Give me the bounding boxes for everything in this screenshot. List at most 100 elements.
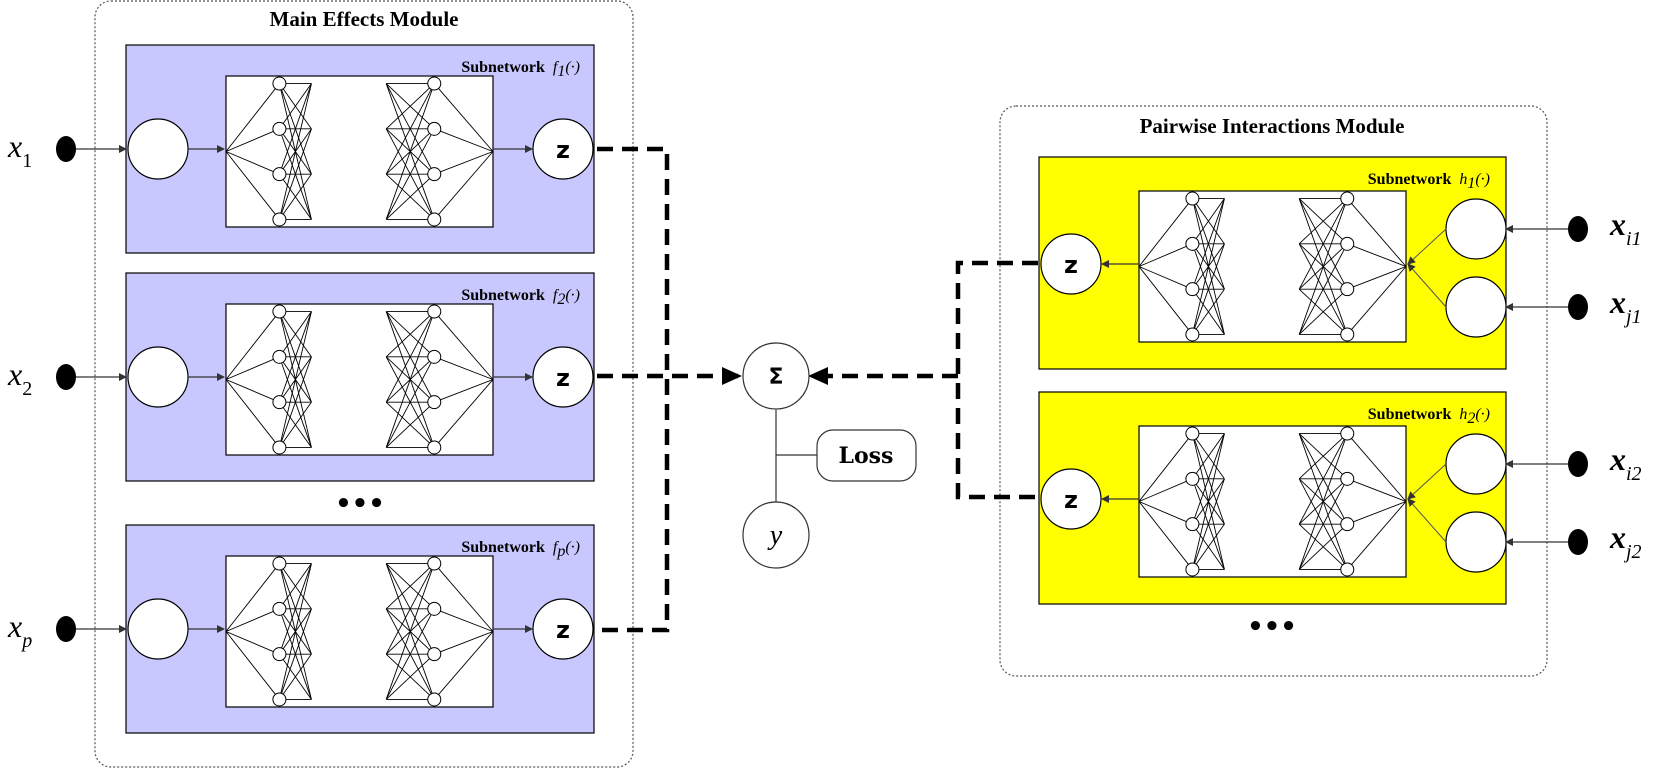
merge-arrow xyxy=(1407,228,1447,265)
main-ellipsis: ••• xyxy=(335,489,385,519)
output-z-label: z xyxy=(556,136,570,164)
aggregator: Σ Loss y xyxy=(742,342,917,569)
input-variable: xi2 xyxy=(1609,441,1642,485)
neuron xyxy=(272,440,287,455)
pairwise-module-title: Pairwise Interactions Module xyxy=(1140,114,1405,138)
input-variable: x2 xyxy=(7,356,32,400)
neuron xyxy=(272,556,287,571)
pairwise-ellipsis: ••• xyxy=(1247,612,1297,642)
neuron xyxy=(1340,562,1355,577)
input-dot xyxy=(1568,529,1588,555)
hidden-layers-box xyxy=(225,303,494,456)
input-node xyxy=(1445,198,1507,260)
input-variable: xi1 xyxy=(1609,206,1642,250)
network-edges xyxy=(225,311,494,448)
neuron xyxy=(1185,191,1200,206)
network-edges xyxy=(225,83,494,220)
hidden-layers-box xyxy=(1138,190,1407,343)
loss-box xyxy=(816,429,917,482)
network-edges xyxy=(1138,433,1407,570)
input-variable: xj1 xyxy=(1609,284,1642,328)
input-node xyxy=(127,346,189,408)
merge-arrow xyxy=(1407,463,1447,500)
neuron xyxy=(427,556,442,571)
neuron xyxy=(1185,562,1200,577)
neuron xyxy=(427,167,442,182)
target-label: y xyxy=(767,520,783,551)
neuron xyxy=(427,76,442,91)
input-node xyxy=(1445,511,1507,573)
neuron xyxy=(1340,236,1355,251)
neuron xyxy=(427,647,442,662)
neuron xyxy=(427,212,442,227)
input-dot xyxy=(1568,216,1588,242)
neuron xyxy=(1340,471,1355,486)
input-node xyxy=(1445,433,1507,495)
neuron xyxy=(427,121,442,136)
input-node xyxy=(127,118,189,180)
merge-arrow xyxy=(1407,498,1447,543)
input-dot xyxy=(1568,451,1588,477)
neuron xyxy=(427,601,442,616)
neuron xyxy=(1340,282,1355,297)
input-dot xyxy=(56,616,76,642)
input-dot xyxy=(56,364,76,390)
hidden-layers-box xyxy=(225,75,494,228)
neuron xyxy=(272,349,287,364)
output-node xyxy=(532,118,594,180)
neuron xyxy=(272,395,287,410)
output-node xyxy=(532,346,594,408)
hidden-layers-box xyxy=(225,555,494,708)
main-module-title: Main Effects Module xyxy=(270,7,459,31)
input-variable: x1 xyxy=(7,128,32,172)
neuron xyxy=(1340,191,1355,206)
pairwise-outputs-bus xyxy=(955,260,1038,500)
neuron xyxy=(1185,282,1200,297)
neuron xyxy=(272,647,287,662)
dashed-connectors xyxy=(597,146,1038,633)
loss-label: Loss xyxy=(839,443,894,469)
target-node xyxy=(742,501,810,569)
network-edges xyxy=(225,563,494,700)
neuron xyxy=(1185,236,1200,251)
output-z-label: z xyxy=(556,616,570,644)
output-node xyxy=(532,598,594,660)
sum-node xyxy=(742,342,810,410)
neuron xyxy=(427,440,442,455)
neuron xyxy=(272,601,287,616)
sum-symbol: Σ xyxy=(768,365,783,390)
input-dot xyxy=(56,136,76,162)
neuron xyxy=(1340,426,1355,441)
neuron xyxy=(272,212,287,227)
neuron xyxy=(272,121,287,136)
input-node xyxy=(127,598,189,660)
output-z-label: z xyxy=(556,364,570,392)
neuron xyxy=(427,692,442,707)
input-variable: xj2 xyxy=(1609,519,1642,563)
hidden-layers-box xyxy=(1138,425,1407,578)
neuron xyxy=(1185,517,1200,532)
neuron xyxy=(272,304,287,319)
neuron xyxy=(272,692,287,707)
merge-arrow xyxy=(1407,263,1447,308)
neuron xyxy=(1340,327,1355,342)
output-z-label: z xyxy=(1064,251,1078,279)
neuron xyxy=(427,395,442,410)
main-outputs-bus xyxy=(597,146,670,633)
output-z-label: z xyxy=(1064,486,1078,514)
neuron xyxy=(427,304,442,319)
input-dot xyxy=(1568,294,1588,320)
neuron xyxy=(272,167,287,182)
